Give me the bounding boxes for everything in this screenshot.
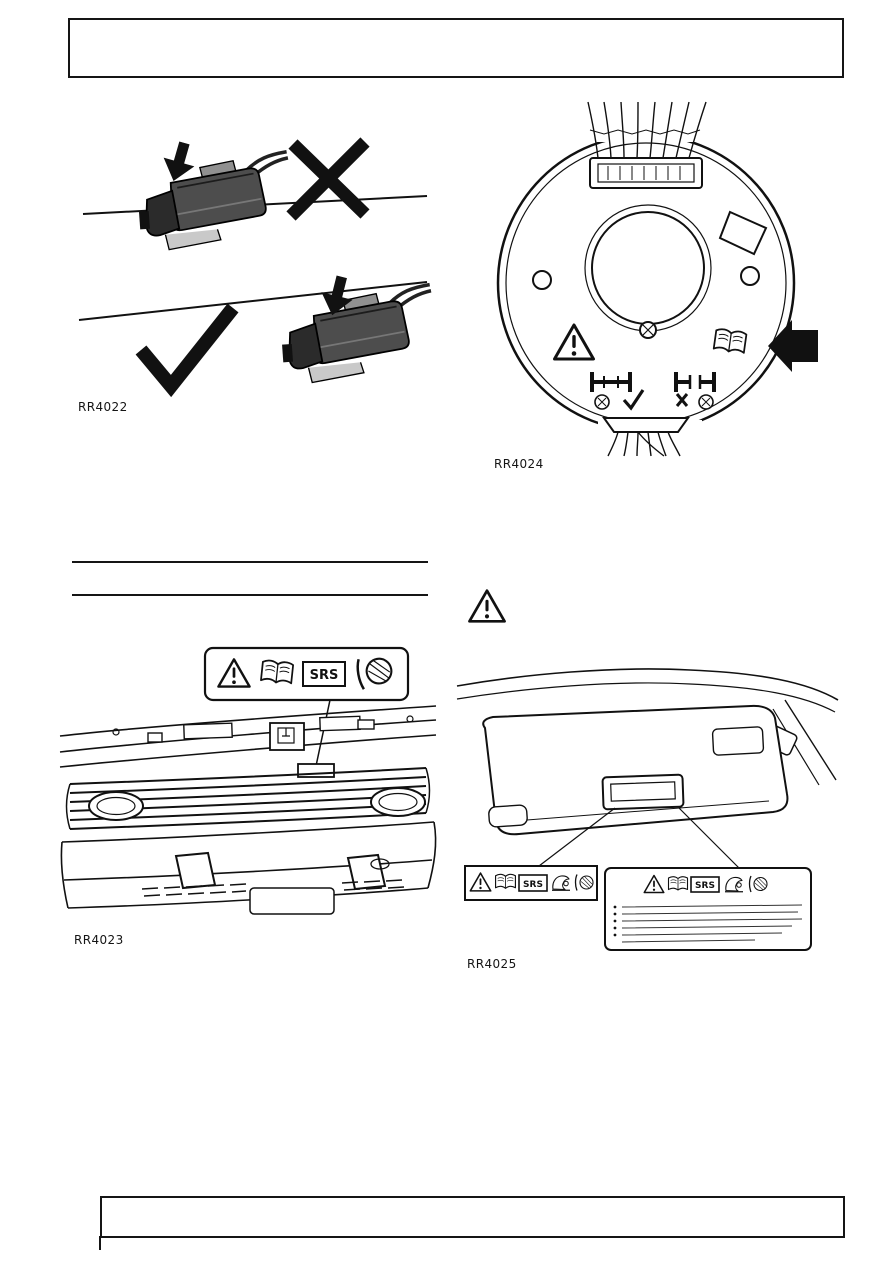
connector-plug [276,282,435,387]
harness-wires-bottom [607,431,681,457]
figure-label-rr4025: RR4025 [467,957,517,971]
srs-badge: SRS [523,880,543,890]
visor-warning-label-left: SRS [464,865,598,901]
screw-icon [594,394,610,410]
connector-seating-illustration [78,137,435,398]
section-divider-line [72,594,428,596]
connector-plug [133,149,296,254]
bumper-vents [141,879,405,897]
harness-outlet [602,417,690,433]
fixing-hole [532,270,552,290]
fixing-hole [740,266,760,286]
handbook-icon [667,876,689,891]
connector-disengaged-icon [674,372,716,392]
footer-corner-tick [99,1236,101,1250]
sun-visor-illustration: SRS SRS [456,589,839,951]
headlamp [88,791,144,821]
section-divider-line [72,561,428,563]
connector-engaged-icon [590,372,632,392]
cross-icon [286,137,370,221]
figure-label-rr4024: RR4024 [494,457,544,471]
headlamp [370,787,426,817]
headlining-lines [456,668,839,786]
header-box [68,18,844,78]
connector-pins [607,166,681,180]
screw-icon [639,321,657,339]
figure-label-rr4023: RR4023 [74,933,124,947]
footer-box [100,1196,845,1238]
rotary-coupler-illustration [496,101,818,457]
visor-label-location [601,773,685,811]
cross-icon [675,393,689,407]
figure-label-rr4022: RR4022 [78,400,128,414]
harness-wires-top [587,101,707,159]
tow-eye-cover [346,853,387,891]
sun-visor [482,704,789,836]
number-plate-plinth [249,887,335,915]
tow-eye-cover [174,851,217,890]
bonnet-lines [59,705,437,768]
srs-badge: SRS [310,668,339,683]
grille-illustration: SRS [59,646,437,915]
srs-badge: SRS [695,881,715,891]
handbook-icon [494,873,517,889]
alignment-tab [718,210,768,256]
bonnet-fittings [147,715,375,743]
pointer-arrow-icon [768,320,818,372]
srs-warning-label-callout: SRS [203,646,410,702]
vanity-mirror-cover [711,726,765,756]
visor-warning-label-right: SRS [604,867,812,951]
label-text-lines [613,904,803,943]
checkmark-icon [622,389,645,411]
checkmark-icon [135,303,239,398]
warning-triangle-icon [468,589,506,623]
visor-clip [488,804,528,828]
screw-icon [698,394,714,410]
